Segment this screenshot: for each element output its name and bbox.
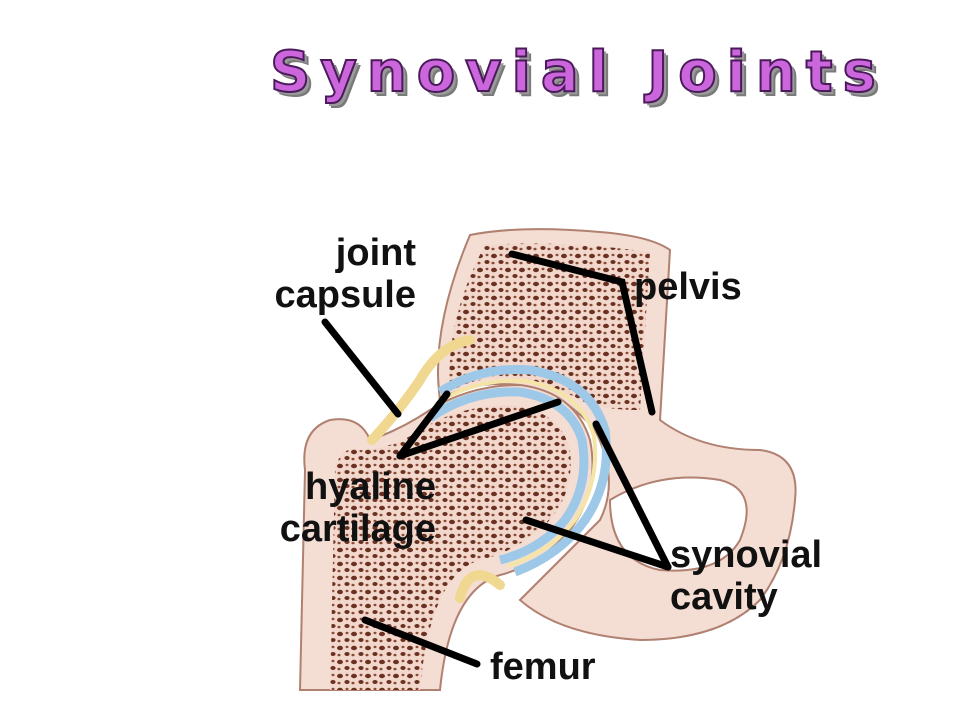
leader-synovial-b — [522, 516, 672, 571]
femoral-head-cartilage — [427, 387, 589, 565]
label-synovial-cavity: synovial cavity — [670, 534, 822, 618]
page-title: Synovial Joints — [269, 39, 886, 106]
synovial-cavity-space — [434, 378, 598, 568]
label-hyaline-line2: cartilage — [279, 508, 436, 550]
label-hyaline-cartilage: hyaline cartilage — [250, 466, 436, 550]
leader-hyaline-b — [396, 398, 562, 460]
leader-hyaline-a — [396, 390, 451, 460]
label-synovial-line2: cavity — [670, 576, 778, 618]
leader-femur — [361, 616, 481, 668]
label-synovial-line1: synovial — [670, 534, 823, 576]
leader-pelvis — [508, 250, 656, 416]
femur-spongy-bone — [330, 405, 571, 690]
acetabular-cartilage — [437, 365, 611, 577]
label-hyaline-line1: hyaline — [305, 466, 436, 508]
leader-joint-capsule — [321, 318, 402, 418]
label-pelvis: pelvis — [634, 266, 742, 308]
label-joint-capsule: joint capsule — [248, 232, 416, 316]
leader-lines — [321, 250, 672, 668]
label-joint-capsule-line1: joint — [335, 232, 416, 274]
joint-capsule-layer — [367, 335, 505, 603]
label-femur: femur — [490, 646, 596, 688]
label-joint-capsule-line2: capsule — [274, 274, 416, 316]
leader-synovial-a — [592, 420, 672, 571]
